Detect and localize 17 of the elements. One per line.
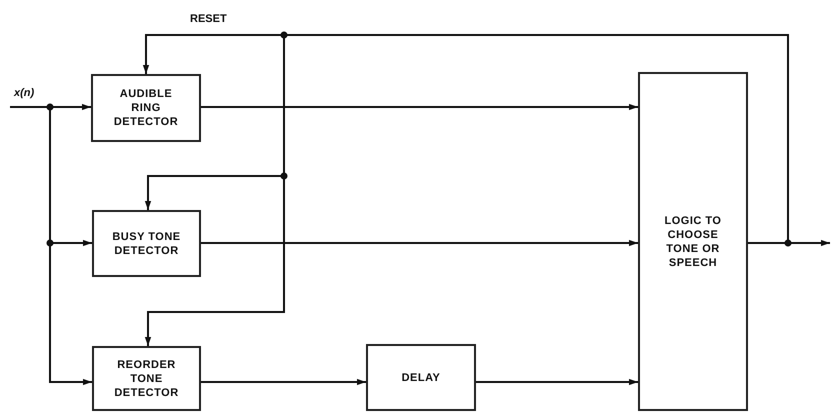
arrow bbox=[201, 378, 366, 386]
signal-label: RESET bbox=[190, 13, 227, 25]
box-label: LOGIC TO CHOOSE TONE OR SPEECH bbox=[664, 214, 722, 270]
edge-label: x(n) bbox=[14, 87, 34, 99]
box-label: AUDIBLE RING DETECTOR bbox=[112, 87, 180, 129]
box-label: BUSY TONE DETECTOR bbox=[112, 230, 182, 258]
arrow bbox=[201, 104, 638, 110]
process-box bbox=[92, 346, 201, 411]
arrow bbox=[144, 34, 789, 346]
process-box bbox=[91, 74, 201, 142]
box-label: DELAY bbox=[400, 370, 442, 384]
process-box bbox=[92, 210, 201, 277]
process-box bbox=[366, 344, 476, 411]
arrow bbox=[201, 240, 638, 246]
process-box bbox=[638, 72, 748, 411]
box-label: REORDER TONE DETECTOR bbox=[113, 358, 180, 400]
arrow bbox=[476, 378, 638, 386]
